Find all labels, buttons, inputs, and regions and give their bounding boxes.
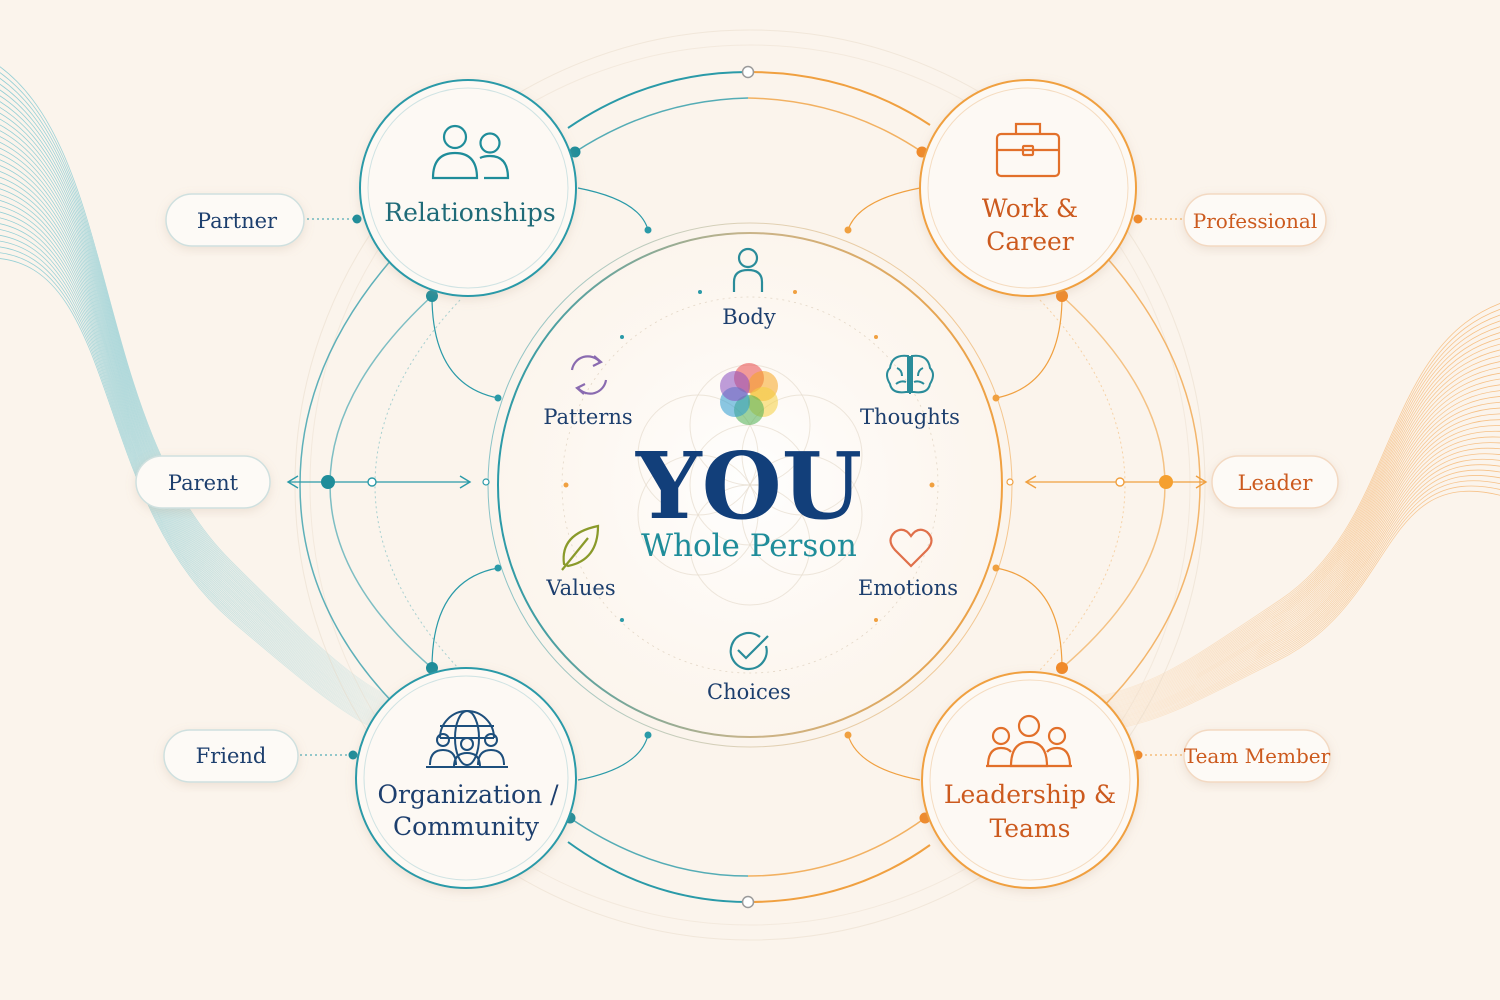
aspect-emotions[interactable]: Emotions (858, 528, 958, 600)
aspect-patterns[interactable]: Patterns (543, 355, 633, 429)
role-partner-label: Partner (197, 209, 278, 233)
person-icon (732, 247, 764, 292)
role-leader-label: Leader (1238, 471, 1314, 495)
aspect-values[interactable]: Values (545, 524, 616, 600)
domain-leadership-line2: Teams (990, 814, 1071, 843)
role-partner-pill[interactable]: Partner (165, 193, 305, 247)
leaf-icon (561, 524, 600, 571)
domain-relationships[interactable]: Relationships (359, 79, 577, 297)
domain-relationships-label: Relationships (384, 198, 555, 227)
role-parent-pill[interactable]: Parent (135, 455, 271, 509)
aspect-body[interactable]: Body (722, 247, 776, 329)
aspect-thoughts-label: Thoughts (860, 405, 960, 429)
right-wave-decoration (1029, 303, 1500, 741)
role-team-member-label: Team Member (1184, 744, 1331, 768)
aspect-thoughts[interactable]: Thoughts (860, 354, 960, 429)
aspect-choices-label: Choices (707, 680, 791, 704)
outer-rings (299, 71, 1201, 903)
center-subtitle: Whole Person (641, 528, 857, 564)
domain-leadership-line1: Leadership & (944, 780, 1116, 809)
domain-leadership-teams[interactable]: Leadership & Teams (921, 671, 1139, 889)
aspect-emotions-label: Emotions (858, 576, 958, 600)
cycle-arrows-icon (570, 355, 608, 395)
people-icon (431, 124, 510, 180)
domain-work-line1: Work & (982, 194, 1078, 223)
aspect-choices[interactable]: Choices (707, 631, 791, 704)
domain-organization-line2: Community (393, 812, 540, 841)
aspect-body-label: Body (722, 305, 776, 329)
domain-organization-community[interactable]: Organization / Community (355, 667, 577, 889)
center-pattern (637, 364, 863, 606)
role-friend-pill[interactable]: Friend (163, 729, 299, 783)
background-rings (294, 29, 1206, 941)
role-connectors (286, 214, 1208, 760)
center-title: YOU (635, 432, 862, 540)
team-icon (986, 714, 1072, 768)
role-friend-label: Friend (196, 744, 267, 768)
brain-icon (886, 354, 934, 394)
role-team-member-pill[interactable]: Team Member (1183, 729, 1331, 783)
briefcase-icon (995, 122, 1061, 178)
role-professional-label: Professional (1193, 209, 1317, 233)
domain-work-career[interactable]: Work & Career (919, 79, 1137, 297)
domain-organization-line1: Organization / (377, 780, 559, 809)
check-circle-icon (729, 631, 769, 671)
aspect-values-label: Values (545, 576, 615, 600)
role-professional-pill[interactable]: Professional (1183, 193, 1327, 247)
domain-work-line2: Career (986, 227, 1074, 256)
role-parent-label: Parent (168, 471, 239, 495)
role-leader-pill[interactable]: Leader (1211, 455, 1339, 509)
globe-people-icon (426, 710, 508, 768)
flower-of-life-icon (720, 363, 778, 425)
aspect-patterns-label: Patterns (543, 405, 632, 429)
heart-icon (889, 528, 933, 568)
